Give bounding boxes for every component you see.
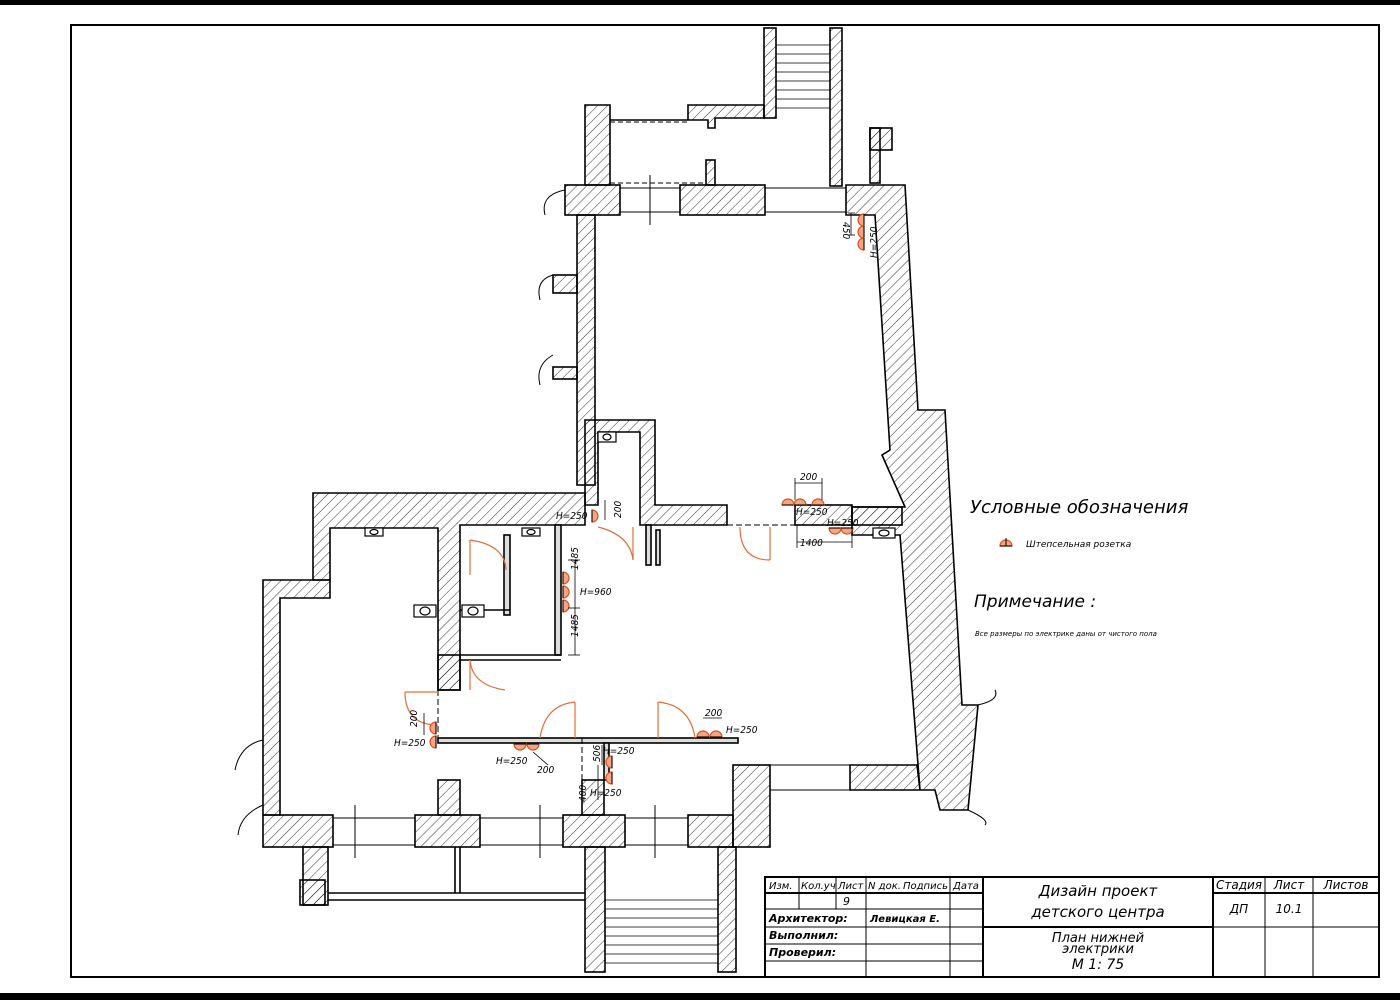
socket [562,571,570,585]
stage-label: Стадия [1216,878,1262,892]
socket [429,721,437,735]
dim-1485-a: 1485 [570,547,581,570]
architect-name: Левицкая Е. [869,914,940,925]
socket [781,498,795,506]
legend-socket-label: Штепсельная розетка [1026,540,1131,550]
socket [793,498,807,506]
note-title: Примечание : [974,592,1096,612]
dim-200-left: 200 [409,710,420,727]
hdr-ndok: N док. [868,881,901,892]
sheet-label: Лист [1273,878,1305,892]
dim-h250-bm2: H=250 [590,788,622,799]
socket [526,743,540,751]
socket [709,730,723,738]
dim-h250-br: H=250 [726,725,758,736]
dim-200-top: 200 [800,472,817,483]
dim-200-bl: 200 [537,765,554,776]
dim-200-b: 200 [613,501,624,518]
hdr-list: Лист [837,881,865,892]
dim-400: 400 [578,785,589,802]
openings [279,121,850,858]
drawing-line1: План нижней [1052,931,1144,946]
hdr-data: Дата [952,881,979,892]
role-checker: Проверил: [769,946,836,959]
dim-1400: 1400 [800,538,823,549]
hdr-podpis: Подпись [903,881,948,892]
socket [429,735,437,749]
dim-h250-a: H=250 [556,511,588,522]
dim-h250-bm1: H=250 [603,746,635,757]
fixtures [364,431,896,618]
dim-h250-c: H=250 [827,518,859,529]
socket [591,509,599,523]
dim-h250-right: H=250 [869,226,880,258]
dim-200-br: 200 [705,708,722,719]
legend-title: Условные обозначения [970,497,1188,518]
dim-450: 450 [840,222,851,239]
exterior-arcs [234,189,997,836]
socket [513,743,527,751]
stairs [605,44,830,964]
dimension-texts: 200 450 H=250 H=250 200 H=250 H=250 1400… [394,222,880,802]
socket [857,237,865,251]
title-block: Изм. Кол.уч Лист N док. Подпись Дата 9 А… [764,876,1380,978]
dim-h250-left: H=250 [394,738,426,749]
socket [857,225,865,239]
dim-1485-b: 1485 [570,614,581,637]
dim-h250-b: H=250 [796,507,828,518]
socket [562,585,570,599]
drawing-scale: М 1: 75 [1072,957,1125,973]
doors [404,526,771,739]
role-executor: Выполнил: [769,929,838,942]
dim-h250-bl: H=250 [496,756,528,767]
dimension-lines [423,212,855,800]
dim-506: 506 [592,745,603,762]
walls [262,27,979,973]
sheets-label: Листов [1323,878,1369,892]
drawing-line2: электрики [1062,942,1134,957]
project-line1: Дизайн проект [1038,882,1159,900]
legend: Условные обозначения Штепсельная розетка… [970,497,1188,638]
socket [562,599,570,613]
partitions [328,524,739,901]
sheet-value: 10.1 [1276,902,1303,916]
project-line2: детского центра [1030,903,1164,921]
stage-value: ДП [1229,902,1248,916]
role-architect: Архитектор: [768,912,848,925]
sheet-num-cell: 9 [843,895,850,908]
socket [696,730,710,738]
dim-h960: H=960 [580,587,612,598]
hdr-izm: Изм. [769,881,793,892]
hdr-kol: Кол.уч [801,881,836,892]
note-text: Все размеры по электрике даны от чистого… [975,630,1157,638]
